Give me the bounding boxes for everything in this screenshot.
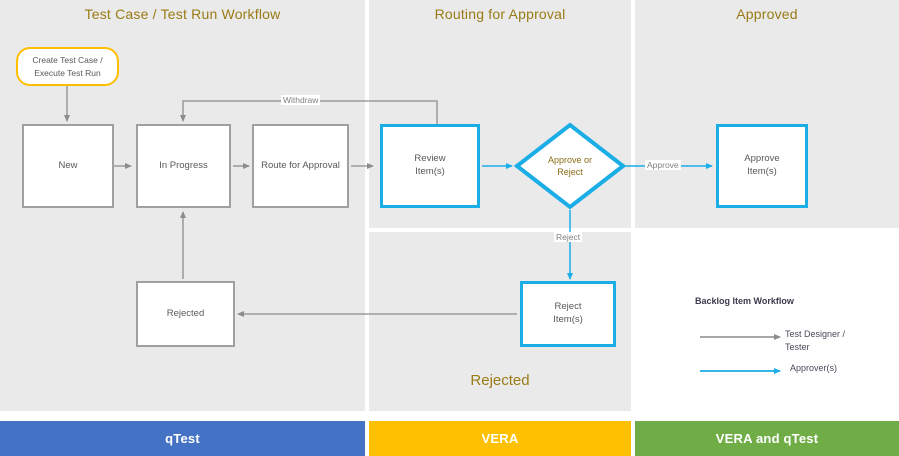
- node-review-items-label: Review Item(s): [414, 153, 446, 177]
- edge-label-approve: Approve: [645, 160, 681, 170]
- legend: Backlog Item Workflow Test Designer / Te…: [640, 296, 890, 406]
- node-approve-items[interactable]: Approve Item(s): [716, 124, 808, 208]
- node-reject-items[interactable]: Reject Item(s): [520, 281, 616, 347]
- legend-title: Backlog Item Workflow: [695, 296, 794, 306]
- node-route-for-approval[interactable]: Route for Approval: [252, 124, 349, 208]
- footer-bar-vera-and-qtest: VERA and qTest: [635, 421, 899, 456]
- node-approve-or-reject-label: Approve or Reject: [547, 154, 593, 177]
- footer-bar-qtest-label: qTest: [165, 431, 200, 446]
- node-review-items[interactable]: Review Item(s): [380, 124, 480, 208]
- node-reject-items-label: Reject Item(s): [553, 301, 583, 325]
- diamond-shape-icon: [514, 122, 626, 210]
- node-create-test-case[interactable]: Create Test Case / Execute Test Run: [16, 47, 119, 86]
- node-rejected[interactable]: Rejected: [136, 281, 235, 347]
- node-route-for-approval-label: Route for Approval: [261, 159, 340, 171]
- swimlane-title-middle: Routing for Approval: [434, 6, 566, 22]
- node-new-label: New: [58, 159, 78, 171]
- legend-item-approver-label: Approver(s): [790, 363, 838, 373]
- swimlane-title-left: Test Case / Test Run Workflow: [84, 6, 281, 22]
- node-rejected-label: Rejected: [166, 307, 205, 319]
- node-approve-items-label: Approve Item(s): [744, 153, 780, 177]
- edge-label-withdraw: Withdraw: [281, 95, 321, 105]
- footer-bar-vera: VERA: [369, 421, 631, 456]
- node-approve-or-reject[interactable]: Approve or Reject: [514, 122, 626, 210]
- legend-item-test-designer-label: Test Designer / Tester: [785, 329, 846, 352]
- swimlane-title-rejected: Rejected: [470, 372, 530, 389]
- swimlane-title-right: Approved: [736, 6, 798, 22]
- footer-bar-vera-label: VERA: [481, 431, 519, 446]
- node-new[interactable]: New: [22, 124, 114, 208]
- node-in-progress-label: In Progress: [159, 159, 208, 171]
- node-in-progress[interactable]: In Progress: [136, 124, 231, 208]
- footer-bar-vera-and-qtest-label: VERA and qTest: [715, 431, 819, 446]
- node-create-test-case-label: Create Test Case / Execute Test Run: [32, 55, 103, 78]
- footer-bar-qtest: qTest: [0, 421, 365, 456]
- edge-label-reject: Reject: [554, 232, 583, 242]
